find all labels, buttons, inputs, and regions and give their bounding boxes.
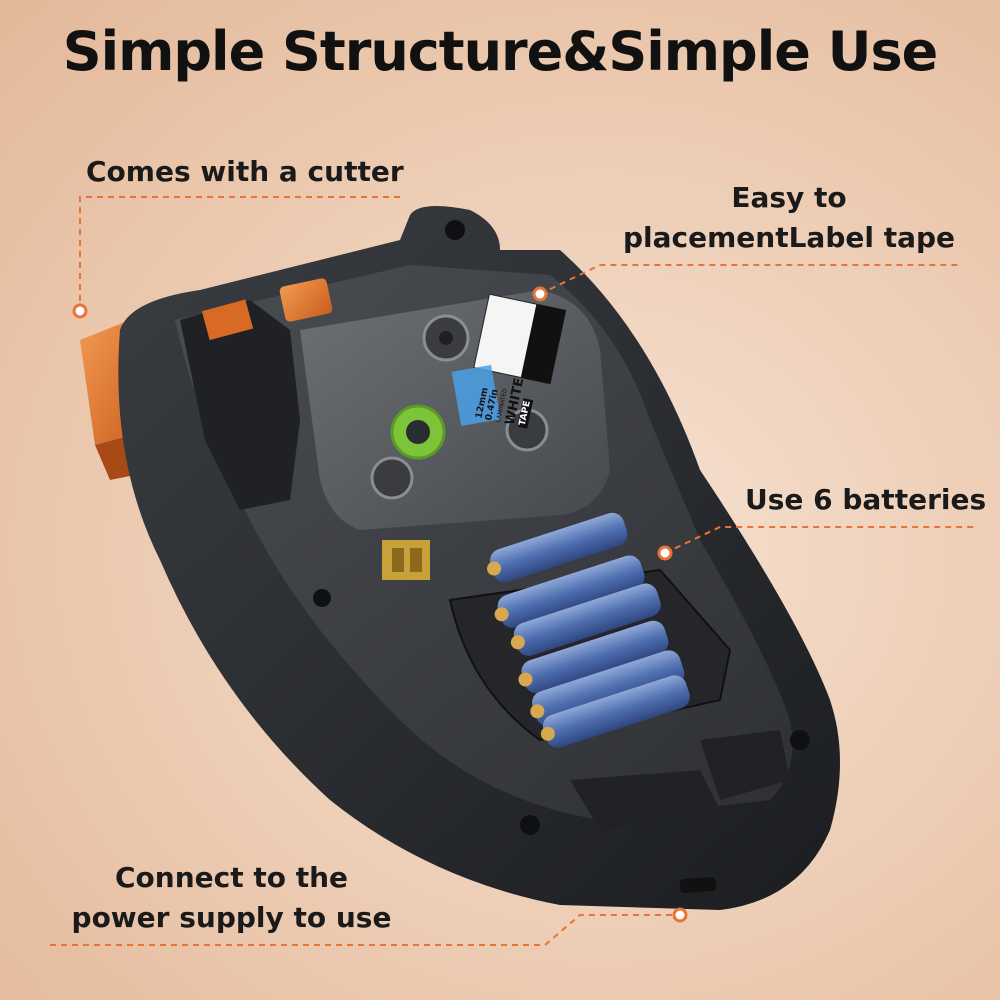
tape-callout-line2: placementLabel tape: [622, 221, 956, 254]
tape-label-sticker: [473, 293, 567, 385]
tape-callout-line1: Easy to: [731, 181, 847, 214]
batteries: [487, 512, 690, 748]
cutter-callout-text: Comes with a cutter: [86, 155, 404, 188]
cutter-callout: Comes with a cutter: [86, 152, 404, 192]
power-callout-line2: power supply to use: [71, 901, 392, 934]
power-port: [679, 877, 717, 893]
power-callout: Connect to the power supply to use: [64, 858, 399, 938]
page-title: Simple Structure&Simple Use: [62, 20, 939, 83]
cutter-mechanism: [180, 300, 300, 510]
tape-callout: Easy to placementLabel tape: [619, 178, 959, 258]
batteries-callout: Use 6 batteries: [745, 480, 986, 520]
batteries-callout-text: Use 6 batteries: [745, 483, 987, 516]
power-callout-line1: Connect to the: [114, 861, 349, 894]
